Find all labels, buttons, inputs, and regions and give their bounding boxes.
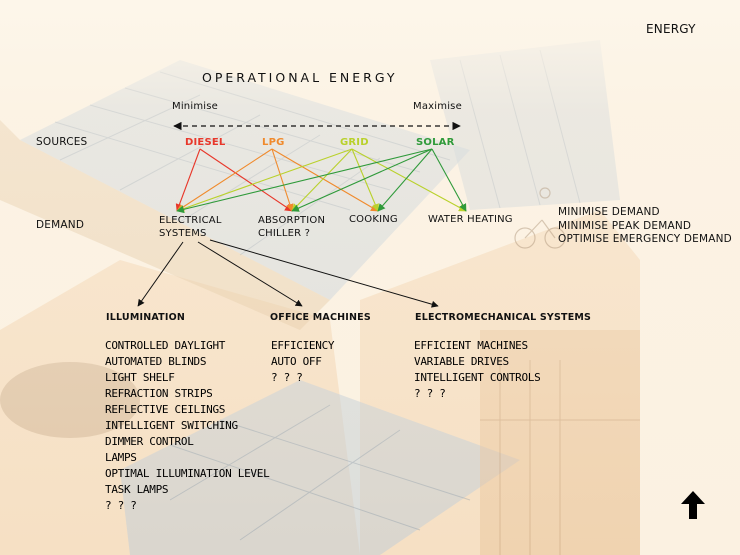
connector-grid-to-water [351,148,467,212]
office-item-list: EFFICIENCY AUTO OFF ? ? ? [271,338,335,386]
electromech-item-list: EFFICIENT MACHINES VARIABLE DRIVES INTEL… [414,338,541,402]
connector-solar-to-electrical [176,148,433,214]
connector-lpg-to-cooking [271,148,379,212]
corner-title: ENERGY [646,22,696,36]
list-item: AUTO OFF [271,355,322,368]
list-item: CONTROLLED DAYLIGHT [105,339,226,352]
diagram-title: OPERATIONAL ENERGY [202,70,398,85]
source-diesel: DIESEL [185,137,226,148]
demand-electrical: ELECTRICAL SYSTEMS [159,214,222,240]
demand-electrical-line2: SYSTEMS [159,228,207,239]
demand-absorption: ABSORPTION CHILLER ? [258,214,325,240]
category-office-title: OFFICE MACHINES [270,312,371,323]
scale-max-label: Maximise [413,101,462,112]
list-item: TASK LAMPS [105,483,169,496]
connector-grid-to-absorption [291,148,353,212]
electrical-to-office-arrow [197,241,303,307]
demand-absorption-line2: CHILLER ? [258,228,311,239]
electrical-to-illumination-arrow [137,241,184,307]
list-item: INTELLIGENT SWITCHING [105,419,238,432]
list-item: OPTIMAL ILLUMINATION LEVEL [105,467,270,480]
connector-solar-to-water [431,148,467,212]
category-electromech-title: ELECTROMECHANICAL SYSTEMS [415,312,592,323]
connector-diesel-to-absorption [199,148,293,212]
strategy-item: OPTIMISE EMERGENCY DEMAND [558,233,732,245]
connector-grid-to-electrical [176,148,353,213]
list-item: LIGHT SHELF [105,371,175,384]
electrical-to-electromech-arrow [209,239,439,308]
connector-lpg-to-absorption [271,148,294,212]
source-grid: GRID [340,137,369,148]
source-lpg: LPG [262,137,285,148]
connector-solar-to-cooking [377,148,433,212]
list-item: AUTOMATED BLINDS [105,355,207,368]
list-item: ? ? ? [271,371,303,384]
list-item: INTELLIGENT CONTROLS [414,371,541,384]
list-item: ? ? ? [105,499,137,512]
sources-row-label: SOURCES [36,136,88,148]
category-illumination-title: ILLUMINATION [106,312,186,323]
list-item: EFFICIENCY [271,339,335,352]
demand-absorption-line1: ABSORPTION [258,215,326,226]
strategy-list: MINIMISE DEMAND MINIMISE PEAK DEMAND OPT… [558,206,732,247]
connector-solar-to-absorption [291,148,433,212]
demand-row-label: DEMAND [36,219,85,231]
list-item: REFRACTION STRIPS [105,387,213,400]
scale-min-label: Minimise [172,101,219,112]
list-item: LAMPS [105,451,137,464]
demand-electrical-line1: ELECTRICAL [159,215,222,226]
list-item: EFFICIENT MACHINES [414,339,528,352]
strategy-item: MINIMISE DEMAND [558,206,660,218]
strategy-item: MINIMISE PEAK DEMAND [558,219,692,232]
connector-diesel-to-electrical [175,148,201,212]
demand-cooking: COOKING [349,214,398,225]
up-arrow-icon[interactable] [680,490,706,520]
source-solar: SOLAR [416,137,455,148]
connector-lpg-to-electrical [176,148,273,212]
demand-water-heating: WATER HEATING [428,214,513,225]
list-item: REFLECTIVE CEILINGS [105,403,226,416]
list-item: VARIABLE DRIVES [414,355,509,368]
list-item: DIMMER CONTROL [105,435,194,448]
connector-grid-to-cooking [351,148,379,212]
illumination-item-list: CONTROLLED DAYLIGHT AUTOMATED BLINDS LIG… [105,338,270,514]
list-item: ? ? ? [414,387,446,400]
